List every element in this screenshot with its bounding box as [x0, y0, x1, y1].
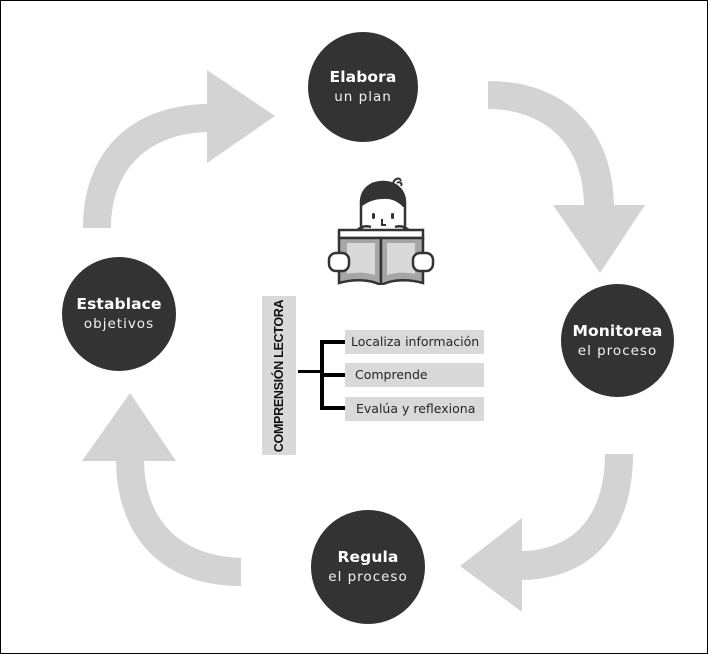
- bracket-branch-1: [320, 340, 346, 344]
- node-monitorea: Monitorea el proceso: [561, 284, 674, 397]
- item-label: Comprende: [355, 367, 428, 382]
- node-establace: Establace objetivos: [62, 257, 176, 371]
- item-evalua-y-reflexiona: Evalúa y reflexiona: [345, 397, 484, 421]
- item-label: Localiza información: [351, 334, 480, 349]
- arrow-regula-to-establace: [82, 393, 241, 586]
- node-subtitle: el proceso: [328, 569, 408, 585]
- arrow-establace-to-elabora: [83, 70, 275, 228]
- bracket-stem: [298, 370, 322, 373]
- node-subtitle: el proceso: [577, 342, 658, 359]
- arrow-monitorea-to-regula: [460, 454, 633, 612]
- node-title: Regula: [337, 548, 399, 566]
- bracket-branch-2: [320, 373, 346, 377]
- node-elabora: Elabora un plan: [308, 32, 418, 142]
- node-title: Establace: [76, 295, 162, 313]
- node-regula: Regula el proceso: [311, 510, 425, 624]
- node-title: Elabora: [329, 68, 397, 86]
- bracket-branch-3: [320, 406, 346, 410]
- node-subtitle: objetivos: [83, 316, 155, 332]
- item-localiza-informacion: Localiza información: [345, 330, 484, 354]
- arrow-elabora-to-monitorea: [488, 81, 645, 273]
- item-label: Evalúa y reflexiona: [356, 401, 476, 416]
- child-reading-book-icon: [327, 177, 435, 285]
- node-title: Monitorea: [572, 321, 663, 340]
- comprension-lectora-text: COMPRENSIÓN LECTORA: [272, 299, 287, 452]
- node-subtitle: un plan: [334, 89, 392, 105]
- comprension-lectora-label: COMPRENSIÓN LECTORA: [262, 296, 296, 455]
- item-comprende: Comprende: [345, 363, 484, 387]
